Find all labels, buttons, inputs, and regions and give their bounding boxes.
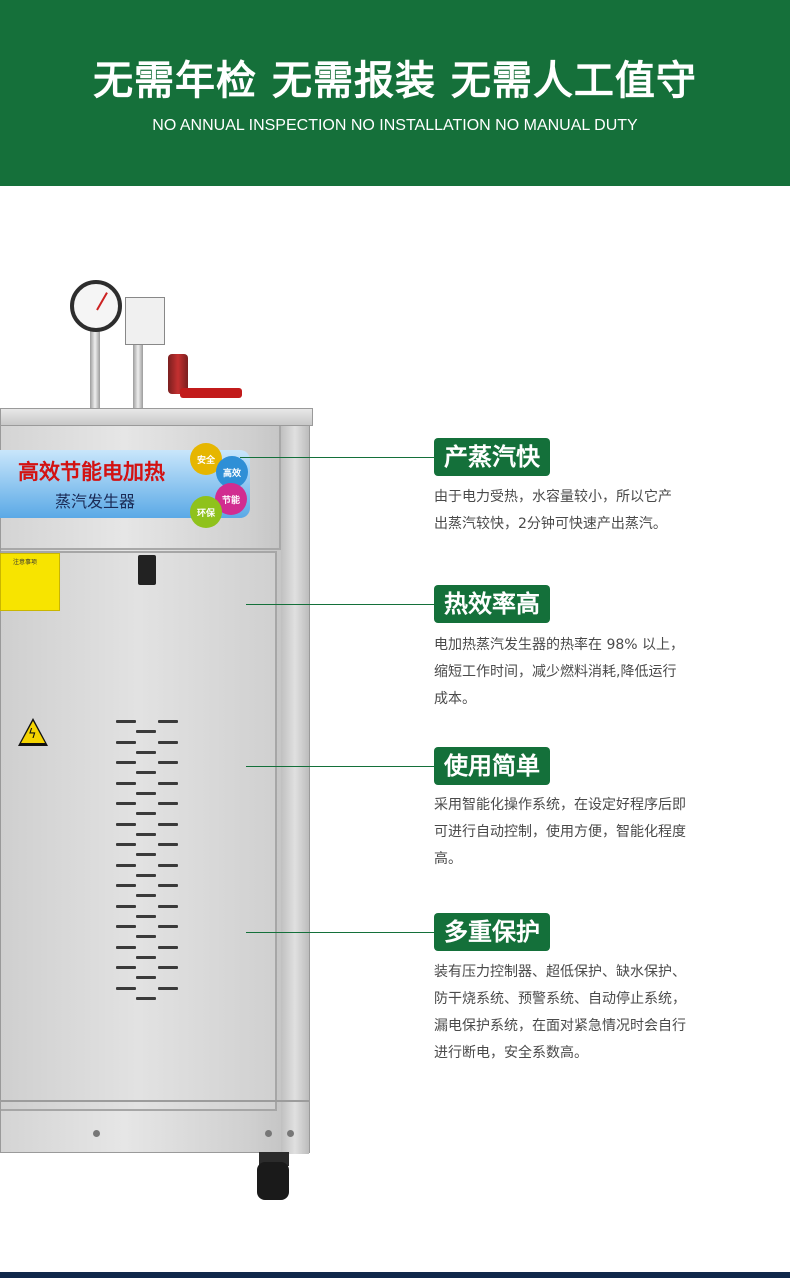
vent-slot: [116, 843, 136, 846]
feature-desc-line: 防干烧系统、预警系统、自动停止系统，: [434, 991, 686, 1007]
feature-title-fast-steam: 产蒸汽快: [434, 438, 550, 476]
vent-slot: [158, 740, 178, 744]
vent-slot: [116, 966, 136, 969]
vent-slot: [136, 935, 156, 938]
feature-desc-line: 采用智能化操作系统，在设定好程序后即: [434, 797, 686, 813]
vent-slot: [158, 945, 178, 949]
feature-desc-multi-protection: 装有压力控制器、超低保护、缺水保护、 防干烧系统、预警系统、自动停止系统， 漏电…: [434, 959, 734, 1067]
product-label-sub: 蒸汽发生器: [55, 492, 136, 511]
vent-slot: [158, 904, 178, 908]
bottom-rail: [0, 1100, 310, 1152]
vent-slot: [158, 822, 178, 826]
vent-slot: [116, 863, 136, 867]
upper-panel: [1, 426, 281, 550]
electric-hazard-icon: [18, 718, 48, 746]
vent-slot: [116, 822, 136, 826]
machine-top-plate: [0, 408, 313, 426]
connector-line: [240, 457, 434, 458]
warning-sticker-text: 注意事项: [13, 559, 38, 566]
feature-desc-line: 可进行自动控制，使用方便，智能化程度: [434, 824, 686, 840]
connector-line: [246, 932, 434, 933]
vent-slot: [116, 720, 136, 723]
page-title: 无需年检 无需报装 无需人工值守: [93, 58, 697, 104]
product-label-main: 高效节能电加热: [18, 459, 165, 484]
safety-valve-icon: [168, 354, 188, 394]
vent-slot: [116, 761, 136, 764]
feature-desc-line: 出蒸汽较快，2分钟可快速产出蒸汽。: [434, 516, 667, 532]
feature-desc-line: 漏电保护系统，在面对紧急情况时会自行: [434, 1018, 686, 1034]
screw-icon: [287, 1130, 294, 1137]
header-banner: 无需年检 无需报装 无需人工值守 NO ANNUAL INSPECTION NO…: [0, 0, 790, 186]
vent-slot: [116, 925, 136, 928]
page-subtitle: NO ANNUAL INSPECTION NO INSTALLATION NO …: [152, 117, 638, 134]
feature-desc-high-efficiency: 电加热蒸汽发生器的热率在 98% 以上， 缩短工作时间，减少燃料消耗,降低运行 …: [434, 632, 734, 713]
corner-post: [281, 426, 309, 1154]
vent-slot: [158, 720, 178, 723]
vent-slot: [158, 884, 178, 887]
vent-slot: [158, 761, 178, 764]
connector-line: [246, 604, 434, 605]
vent-slot: [136, 894, 156, 897]
warning-sticker: 注意事项: [0, 553, 60, 611]
screw-icon: [265, 1130, 272, 1137]
feature-desc-line: 缩短工作时间，减少燃料消耗,降低运行: [434, 664, 677, 680]
vent-slot: [158, 966, 178, 969]
badge-efficient: 高效: [216, 456, 248, 488]
vent-slot: [136, 771, 156, 774]
feature-desc-line: 由于电力受热，水容量较小，所以它产: [434, 489, 672, 505]
vent-slot: [158, 843, 178, 846]
vent-slot: [136, 730, 156, 733]
vent-slot: [136, 914, 156, 918]
feature-desc-line: 进行断电，安全系数高。: [434, 1045, 588, 1061]
vent-slot: [116, 802, 136, 805]
vent-slot: [136, 750, 156, 754]
screw-icon: [93, 1130, 100, 1137]
vent-slot: [136, 873, 156, 877]
footer-divider: [0, 1272, 790, 1278]
vent-slot: [158, 802, 178, 805]
vent-slot: [116, 986, 136, 990]
caster-wheel-icon: [255, 1152, 293, 1202]
feature-desc-line: 高。: [434, 851, 462, 867]
machine-body: [0, 425, 310, 1154]
pressure-gauge-icon: [70, 280, 122, 332]
valve-handle-icon: [180, 388, 242, 398]
connector-line: [246, 766, 434, 767]
feature-title-multi-protection: 多重保护: [434, 913, 550, 951]
feature-desc-line: 成本。: [434, 691, 476, 707]
vent-slot: [136, 996, 156, 1000]
feature-desc-line: 装有压力控制器、超低保护、缺水保护、: [434, 964, 686, 980]
front-door: [1, 551, 277, 1111]
gauge-pipe: [90, 330, 100, 410]
feature-title-easy-use: 使用简单: [434, 747, 550, 785]
vent-slot: [116, 781, 136, 785]
lightning-bolt-icon: ϟ: [28, 727, 37, 742]
feature-desc-fast-steam: 由于电力受热，水容量较小，所以它产 出蒸汽较快，2分钟可快速产出蒸汽。: [434, 484, 734, 538]
vent-slot: [158, 986, 178, 990]
vent-slot: [136, 853, 156, 856]
door-latch-icon: [138, 555, 156, 585]
vent-slot: [116, 945, 136, 949]
vent-slot: [158, 781, 178, 785]
feature-desc-line: 电加热蒸汽发生器的热率在 98% 以上，: [434, 637, 685, 653]
vent-slot: [136, 832, 156, 836]
switch-pipe: [133, 342, 143, 410]
badge-eco: 环保: [190, 496, 222, 528]
vent-slot: [136, 976, 156, 979]
feature-title-high-efficiency: 热效率高: [434, 585, 550, 623]
vent-slot: [116, 884, 136, 887]
vent-slot: [158, 863, 178, 867]
feature-desc-easy-use: 采用智能化操作系统，在设定好程序后即 可进行自动控制，使用方便，智能化程度 高。: [434, 792, 734, 873]
vent-slot: [116, 740, 136, 744]
vent-slot: [136, 791, 156, 795]
steam-generator-image: 高效节能电加热 蒸汽发生器 安全 高效 节能 环保 注意事项 ϟ: [0, 270, 330, 1210]
vent-slot: [158, 925, 178, 928]
pressure-switch-icon: [125, 297, 165, 345]
vent-slot: [136, 955, 156, 959]
vent-slot: [136, 812, 156, 815]
vent-slot: [116, 904, 136, 908]
